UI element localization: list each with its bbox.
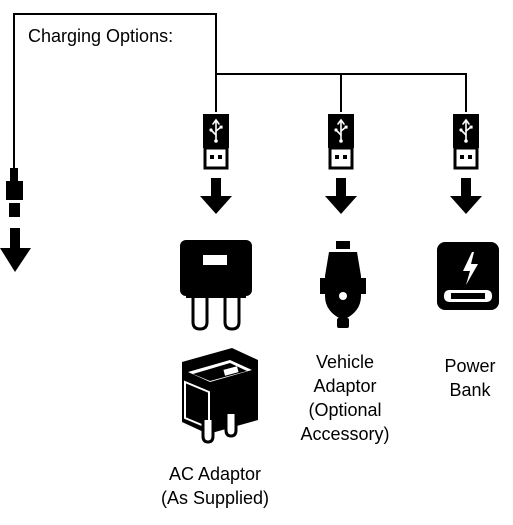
diagram-title: Charging Options:	[28, 26, 174, 46]
ac-adaptor-icon	[182, 348, 258, 444]
down-arrow-icon	[200, 178, 232, 214]
label-line: (Optional	[308, 400, 382, 420]
vehicle-adaptor-label: Vehicle Adaptor (Optional Accessory)	[280, 350, 410, 446]
micro-usb-plug-icon	[6, 168, 23, 217]
label-line: Bank	[449, 380, 491, 400]
label-line: (As Supplied)	[160, 488, 270, 508]
ac-adaptor-icon	[180, 240, 252, 331]
usb-plug-icon	[451, 112, 481, 170]
power-bank-label: Power Bank	[420, 354, 513, 402]
label-line: Vehicle	[315, 352, 375, 372]
vehicle-adaptor-icon	[320, 241, 366, 328]
usb-plug-icon	[326, 112, 356, 170]
down-arrow-icon	[0, 228, 31, 272]
label-line: Accessory)	[300, 424, 390, 444]
power-bank-icon	[437, 242, 499, 310]
cable-lines	[13, 13, 467, 182]
usb-plug-icon	[201, 112, 231, 170]
label-line: AC Adaptor	[168, 464, 262, 484]
lightning-icon	[463, 252, 478, 285]
label-line: Power	[444, 356, 496, 376]
ac-adaptor-label: AC Adaptor (As Supplied)	[140, 462, 290, 510]
down-arrow-icon	[450, 178, 482, 214]
down-arrow-icon	[325, 178, 357, 214]
label-line: Adaptor	[313, 376, 377, 396]
